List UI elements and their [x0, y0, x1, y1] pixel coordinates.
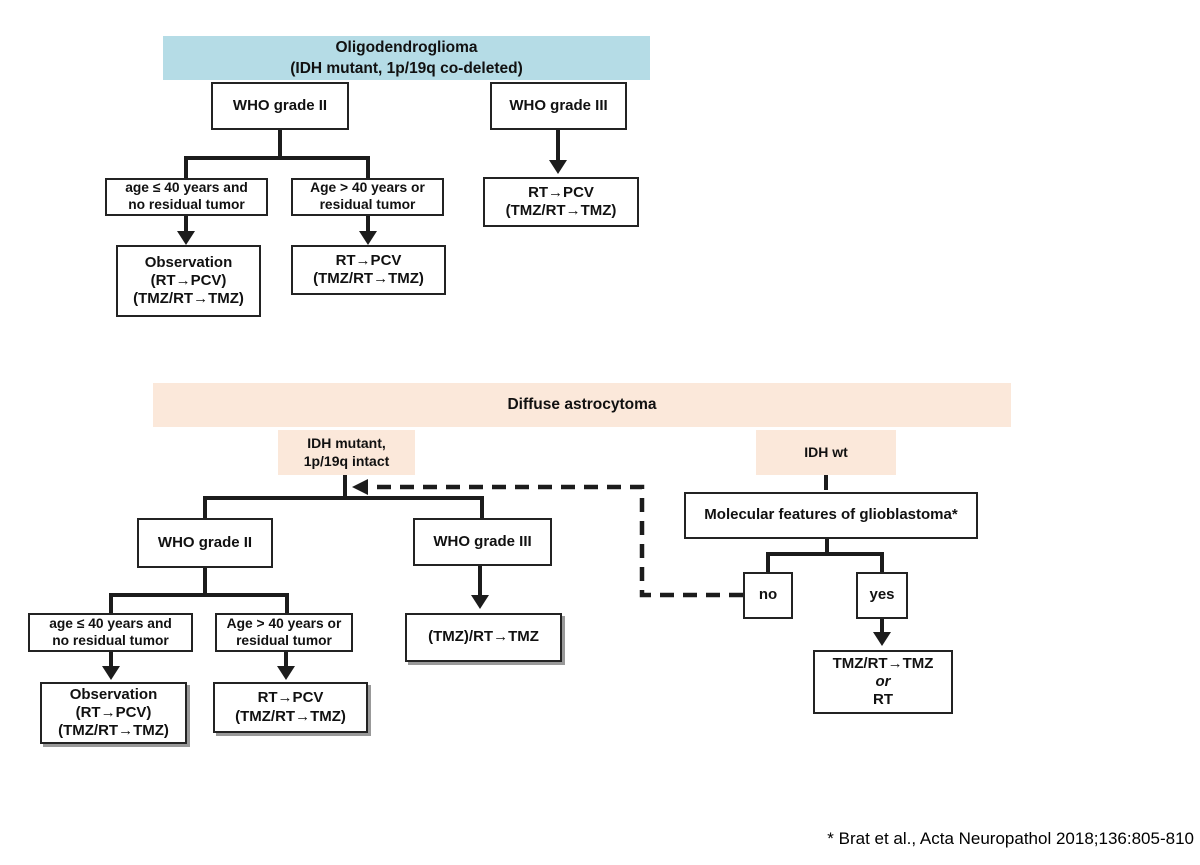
oligo-who-grade-2-box: WHO grade II	[211, 82, 349, 130]
oligo-age-le-40-box: age ≤ 40 years and no residual tumor	[105, 178, 268, 216]
oligo-header: Oligodendroglioma (IDH mutant, 1p/19q co…	[163, 36, 650, 80]
astro-header: Diffuse astrocytoma	[153, 383, 1011, 427]
astro-dashed-feedback-arrow	[352, 479, 743, 598]
astro-tmz-or-rt-box: TMZ/RT→TMZ or RT	[813, 650, 953, 714]
astro-who-grade-3-box: WHO grade III	[413, 518, 552, 566]
oligo-observation-box: Observation (RT→PCV) (TMZ/RT→TMZ)	[116, 245, 261, 317]
astro-age-le-40-box: age ≤ 40 years and no residual tumor	[28, 613, 193, 652]
astro-tmz-rt-tmz-box: (TMZ)/RT→TMZ	[405, 613, 562, 662]
astro-rt-pcv-box: RT→PCV (TMZ/RT→TMZ)	[213, 682, 368, 733]
astro-yes-box: yes	[856, 572, 908, 619]
arrow-down-icon	[549, 160, 567, 174]
tmz-or-rt-line2: or	[875, 672, 891, 690]
oligo-rt-pcv-grade3-box: RT→PCV (TMZ/RT→TMZ)	[483, 177, 639, 227]
arrow-down-icon	[873, 632, 891, 646]
citation-footnote: * Brat et al., Acta Neuropathol 2018;136…	[827, 829, 1194, 848]
astro-molecular-features-box: Molecular features of glioblastoma*	[684, 492, 978, 539]
astro-observation-box: Observation (RT→PCV) (TMZ/RT→TMZ)	[40, 682, 187, 744]
arrow-down-icon	[177, 231, 195, 245]
oligo-connectors	[177, 130, 567, 245]
astro-idh-mutant-box: IDH mutant, 1p/19q intact	[278, 430, 415, 475]
arrow-down-icon	[277, 666, 295, 680]
arrow-down-icon	[359, 231, 377, 245]
arrow-down-icon	[102, 666, 120, 680]
astro-who-grade-2-box: WHO grade II	[137, 518, 273, 568]
tmz-or-rt-line3: RT	[873, 691, 893, 709]
arrow-left-icon	[352, 479, 368, 495]
astro-no-box: no	[743, 572, 793, 619]
oligo-age-gt-40-box: Age > 40 years or residual tumor	[291, 178, 444, 216]
astro-idh-wt-box: IDH wt	[756, 430, 896, 475]
oligo-rt-pcv-grade2-box: RT→PCV (TMZ/RT→TMZ)	[291, 245, 446, 295]
astro-connectors	[102, 473, 891, 680]
tmz-or-rt-line1: TMZ/RT→TMZ	[832, 654, 934, 672]
oligo-who-grade-3-box: WHO grade III	[490, 82, 627, 130]
arrow-down-icon	[471, 595, 489, 609]
astro-age-gt-40-box: Age > 40 years or residual tumor	[215, 613, 353, 652]
